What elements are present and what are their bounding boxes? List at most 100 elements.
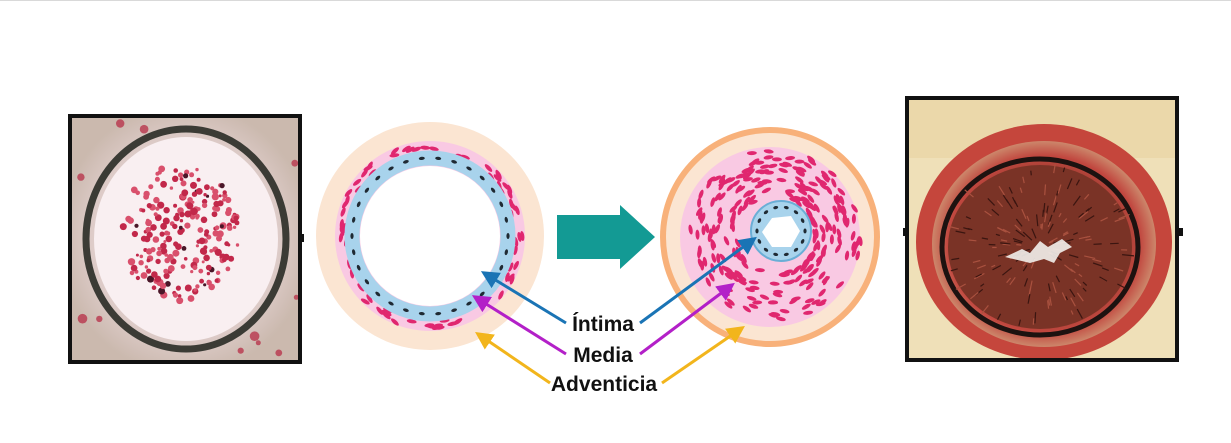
blood-cell: [181, 180, 187, 186]
blood-cell: [204, 184, 210, 190]
blood-cell: [147, 203, 152, 208]
blood-cell: [185, 285, 192, 292]
blood-cell: [173, 293, 178, 298]
blood-cell: [163, 269, 168, 274]
tissue-fiber: [1043, 210, 1044, 217]
blood-cell: [183, 173, 188, 178]
tissue-cell: [291, 160, 298, 167]
blood-cell: [198, 227, 204, 233]
blood-cell: [195, 284, 199, 288]
blood-cell: [224, 241, 229, 246]
blood-cell: [209, 249, 213, 253]
blood-cell: [220, 224, 224, 228]
tissue-fiber: [1033, 318, 1034, 324]
tissue-cell: [78, 314, 88, 324]
blood-cell: [222, 198, 226, 202]
blood-cell: [216, 271, 220, 275]
blood-cell: [195, 168, 198, 171]
blood-cell: [215, 225, 220, 230]
tissue-fiber: [1016, 245, 1021, 246]
tissue-cell: [116, 119, 124, 127]
blood-cell: [147, 232, 153, 238]
blood-cell: [181, 189, 188, 196]
blood-cell: [168, 265, 175, 272]
adventicia-label: Adventicia: [551, 373, 658, 396]
blood-cell: [170, 186, 173, 189]
blood-cell: [201, 217, 208, 224]
blood-cell: [196, 240, 200, 244]
blood-cell: [154, 276, 161, 283]
blood-cell: [210, 186, 214, 190]
blood-cell: [227, 225, 233, 231]
blood-cell: [131, 265, 138, 272]
blood-cell: [155, 259, 160, 264]
blood-cell: [138, 260, 143, 265]
blood-cell: [160, 283, 166, 289]
tissue-fiber: [1031, 171, 1032, 176]
blood-cell: [160, 181, 167, 188]
right-histology-photo: [907, 98, 1177, 360]
blood-cell: [141, 209, 145, 213]
blood-cell: [233, 226, 236, 229]
blood-cell: [147, 259, 151, 263]
blood-cell: [234, 216, 239, 221]
blood-cell: [141, 272, 148, 279]
blood-cell: [164, 273, 170, 279]
tissue-cell: [238, 348, 244, 354]
blood-cell: [146, 248, 152, 254]
blood-cell: [194, 288, 197, 291]
blood-cell: [219, 194, 222, 197]
blood-cell: [181, 264, 186, 269]
blood-cell: [203, 245, 207, 249]
tissue-cell: [275, 350, 282, 357]
blood-cell: [202, 203, 207, 208]
blood-cell: [146, 269, 151, 274]
blood-cell: [164, 253, 168, 257]
blood-cell: [182, 246, 187, 251]
blood-cell: [173, 241, 178, 246]
blood-cell: [160, 232, 165, 237]
normal-vessel-schematic: [316, 122, 544, 350]
blood-cell: [195, 214, 200, 219]
blood-cell: [212, 193, 219, 200]
blood-cell: [180, 177, 184, 181]
blood-cell: [176, 286, 181, 291]
blood-cell: [172, 176, 178, 182]
blood-cell: [190, 270, 193, 273]
blood-cell: [184, 223, 190, 229]
blood-cell: [178, 172, 183, 177]
tissue-cell: [250, 331, 260, 341]
blood-cell: [216, 236, 222, 242]
blood-cell: [128, 258, 135, 265]
blood-cell: [189, 172, 194, 177]
blood-cell: [198, 269, 203, 274]
blood-cell: [204, 232, 209, 237]
tissue-cell: [140, 125, 149, 134]
tissue-fiber: [1035, 312, 1036, 323]
blood-cell: [179, 226, 183, 230]
blood-cell: [202, 260, 205, 263]
adventicia-pointer-left: [478, 334, 550, 383]
blood-cell: [163, 207, 169, 213]
left-histology-photo: [70, 116, 300, 362]
blood-cell: [131, 187, 138, 194]
blood-cell: [222, 257, 227, 262]
blood-cell: [167, 254, 174, 261]
blood-cell: [130, 271, 135, 276]
blood-cell: [203, 193, 206, 196]
blood-cell: [191, 201, 194, 204]
blood-cell: [173, 168, 178, 173]
blood-cell: [207, 272, 210, 275]
blood-cell: [150, 224, 157, 231]
blood-cell: [192, 192, 197, 197]
blood-cell: [125, 216, 131, 222]
blood-cell: [172, 224, 177, 229]
blood-cell: [208, 284, 215, 291]
blood-cell: [166, 236, 173, 243]
tissue-fiber: [969, 240, 977, 241]
blood-cell: [143, 194, 149, 200]
blood-cell: [172, 250, 179, 257]
endothelial-nucleus: [350, 233, 353, 239]
